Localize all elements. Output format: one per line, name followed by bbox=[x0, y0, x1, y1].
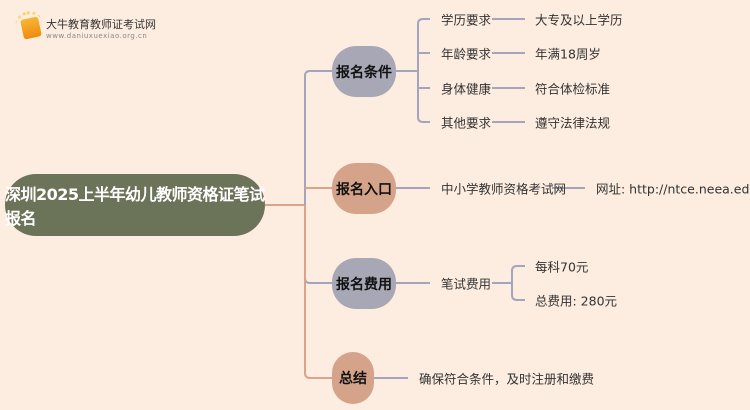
condition-value: 年满18周岁 bbox=[535, 46, 601, 62]
fee-value: 每科70元 bbox=[535, 259, 589, 275]
condition-value: 大专及以上学历 bbox=[535, 12, 623, 28]
entry-site: 中小学教师资格考试网 bbox=[441, 181, 567, 197]
entry-url[interactable]: 网址: http://ntce.neea.edu.cn/ bbox=[596, 181, 750, 197]
condition-label: 身体健康 bbox=[441, 81, 492, 97]
condition-label: 学历要求 bbox=[441, 12, 492, 28]
logo-url: www.daniuxuexiao.org.cn bbox=[46, 32, 148, 40]
book-icon bbox=[20, 16, 42, 40]
root-node: 深圳2025上半年幼儿教师资格证笔试报名 bbox=[5, 174, 265, 236]
fee-value: 总费用: 280元 bbox=[535, 293, 618, 309]
node-summary: 总结 bbox=[332, 352, 374, 404]
logo-title: 大牛教育教师证考试网 bbox=[46, 18, 156, 31]
node-entry: 报名入口 bbox=[332, 163, 396, 214]
node-conditions: 报名条件 bbox=[332, 46, 396, 97]
site-logo: 大牛教育教师证考试网 www.daniuxuexiao.org.cn bbox=[20, 16, 156, 40]
summary-text: 确保符合条件，及时注册和缴费 bbox=[419, 371, 595, 387]
condition-value: 遵守法律法规 bbox=[535, 115, 611, 131]
condition-label: 年龄要求 bbox=[441, 46, 492, 62]
condition-label: 其他要求 bbox=[441, 115, 492, 131]
fee-item: 笔试费用 bbox=[441, 276, 492, 292]
node-fees: 报名费用 bbox=[332, 258, 396, 309]
condition-value: 符合体检标准 bbox=[535, 81, 611, 97]
